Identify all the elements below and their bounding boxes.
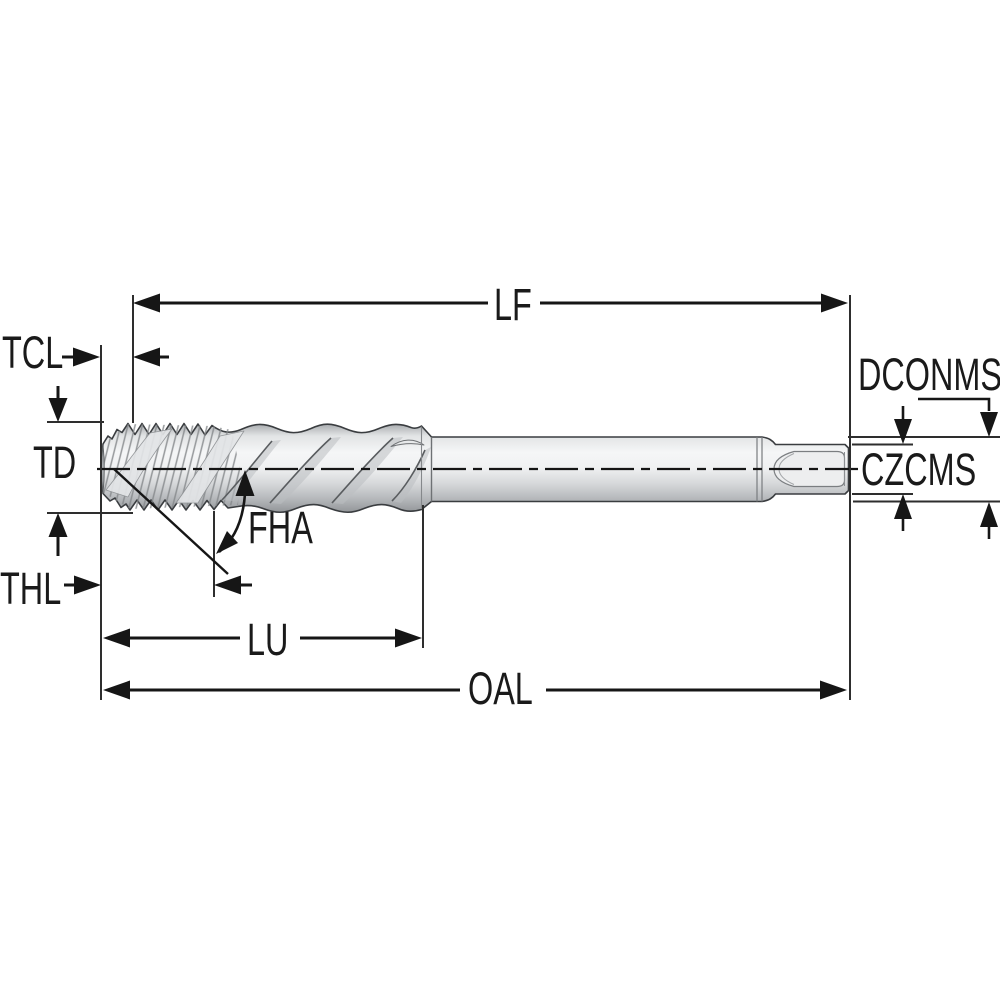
label-thl: THL	[0, 563, 62, 614]
label-tcl: TCL	[2, 327, 64, 378]
label-czcms: CZCMS	[861, 444, 977, 495]
extension-lines	[47, 295, 1000, 700]
dim-fha	[113, 468, 255, 575]
label-lf: LF	[494, 279, 532, 330]
label-oal: OAL	[468, 663, 533, 714]
dim-dconms	[918, 397, 998, 539]
dim-oal	[103, 680, 847, 700]
label-dconms: DCONMS	[858, 349, 1000, 400]
dim-lf	[133, 293, 848, 313]
thread-flute-gap	[175, 430, 245, 504]
label-fha: FHA	[248, 502, 313, 553]
dim-lu	[103, 628, 422, 648]
flute-ridge-lines	[221, 437, 426, 504]
flute-runout-curl	[390, 439, 425, 447]
label-td: TD	[33, 437, 77, 488]
dim-td	[48, 386, 68, 556]
label-lu: LU	[247, 614, 289, 665]
flute-helix-line	[113, 468, 229, 575]
flute-section-shading	[222, 437, 431, 504]
dim-thl	[64, 575, 252, 595]
dim-czcms	[894, 406, 912, 531]
tap-body	[100, 422, 850, 514]
dim-tcl	[62, 347, 169, 367]
